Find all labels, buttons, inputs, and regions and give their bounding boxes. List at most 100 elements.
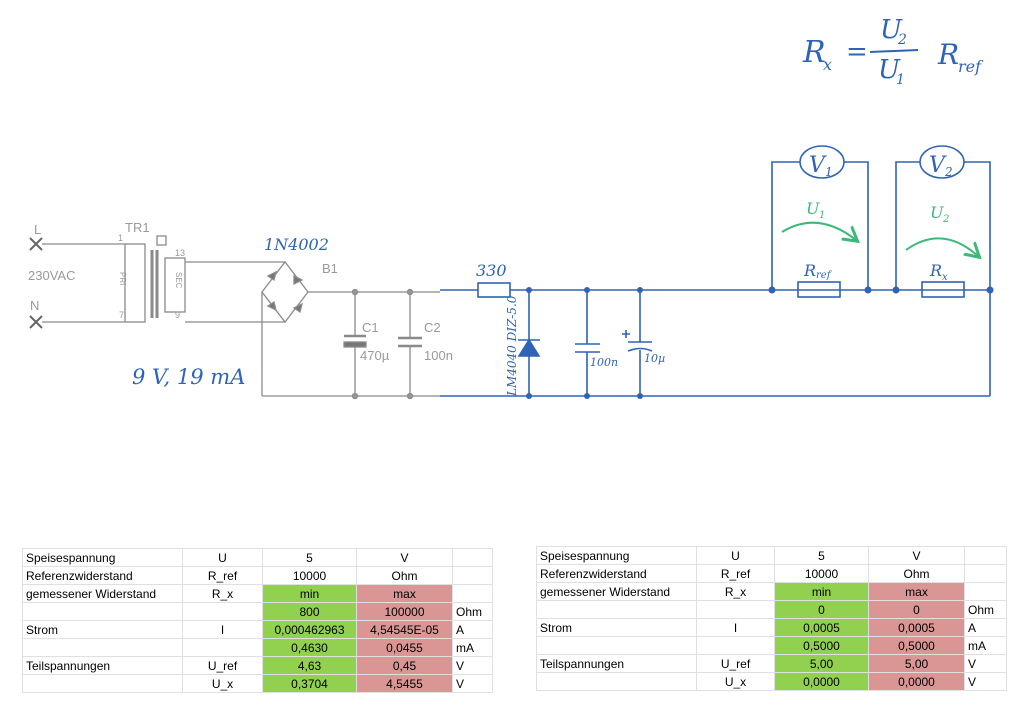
terminal-l-icon [29,237,43,251]
table-cell [22,674,183,693]
table-cell: Ohm [868,564,965,583]
table-cell: Speisespannung [536,546,697,565]
table-cell: R_x [182,584,263,603]
arrow-u1-icon [781,221,856,240]
printed-schematic [29,235,440,400]
table-cell: Strom [22,620,183,639]
table-cell: 5 [262,548,357,567]
label-u1: U [806,199,820,218]
table-cell [964,582,1007,601]
label-c1: C1 [362,320,379,335]
formula-u2: U [880,15,903,45]
table-cell: Strom [536,618,697,637]
table-cell: Ohm [356,566,453,585]
table-cell [964,546,1007,565]
label-sec: SEC [174,272,183,289]
table-cell: min [774,582,869,601]
formula-u2-sub: 2 [897,32,907,48]
formula-u1-sub: 1 [896,72,905,88]
label-l: L [34,222,41,237]
label-1n4002: 1N4002 [264,235,329,254]
label-lm4040: LM4040 DIZ-5.0 [505,295,519,397]
formula-rx-sub: x [823,55,832,74]
table-cell: V [964,654,1007,673]
label-transformer-rating: 9 V, 19 mA [132,365,245,389]
table-cell: U_ref [696,654,775,673]
label-100n: 100n [590,356,618,369]
diode-icon [293,274,304,286]
formula-rx: R [802,35,826,70]
label-rx: R [929,261,942,280]
table-cell: Ohm [452,602,493,621]
table-cell: Referenzwiderstand [536,564,697,583]
table-cell: Teilspannungen [22,656,183,675]
table-cell: 0 [868,600,965,619]
table-cell: 0,3704 [262,674,357,693]
bridge-rectifier [261,260,309,324]
table-cell: 0,5000 [868,636,965,655]
table-cell: 10000 [774,564,869,583]
label-c2-value: 100n [424,348,453,363]
table-cell [536,600,697,619]
table-cell: 0,5000 [774,636,869,655]
table-cell: V [964,672,1007,691]
resistor-330 [477,282,511,298]
table-cell: V [868,546,965,565]
table-cell: R_x [696,582,775,601]
table-cell [182,602,263,621]
table-cell: 0,45 [356,656,453,675]
table-cell: U_ref [182,656,263,675]
diode-icon [292,302,303,314]
label-c1-value: 470µ [360,348,390,363]
diode-icon [266,300,277,312]
table-cell [452,584,493,603]
label-rref-sub: ref [816,270,833,281]
table-cell: max [356,584,453,603]
table-cell: gemessener Widerstand [536,582,697,601]
table-cell [536,636,697,655]
label-v1: V [809,153,827,178]
label-pri: PRI [118,272,127,285]
table-cell: U [696,546,775,565]
rref-resistor [797,281,841,298]
table-cell: 0 [774,600,869,619]
table-cell: A [964,618,1007,637]
table-cell [22,602,183,621]
table-cell: max [868,582,965,601]
table-cell: V [452,674,493,693]
table-cell: 4,63 [262,656,357,675]
voltmeter-v1 [799,145,845,179]
table-cell: U_x [696,672,775,691]
formula: R x = U 2 U 1 R ref [802,15,984,88]
table-cell: 0,0455 [356,638,453,657]
table-cell: 800 [262,602,357,621]
table-cell: gemessener Widerstand [22,584,183,603]
label-330: 330 [476,261,507,280]
label-b1: B1 [322,261,338,276]
formula-equals: = [846,37,868,67]
table-cell: 0,0005 [868,618,965,637]
c1-plate [343,341,367,348]
label-n: N [30,298,39,313]
label-pin9: 9 [175,310,180,320]
table-cell: 0,0005 [774,618,869,637]
table-cell: Speisespannung [22,548,183,567]
table-cell [182,638,263,657]
label-rref: R [803,261,816,280]
table-cell [964,564,1007,583]
diode-icon [266,270,277,282]
table-cell: U_x [182,674,263,693]
